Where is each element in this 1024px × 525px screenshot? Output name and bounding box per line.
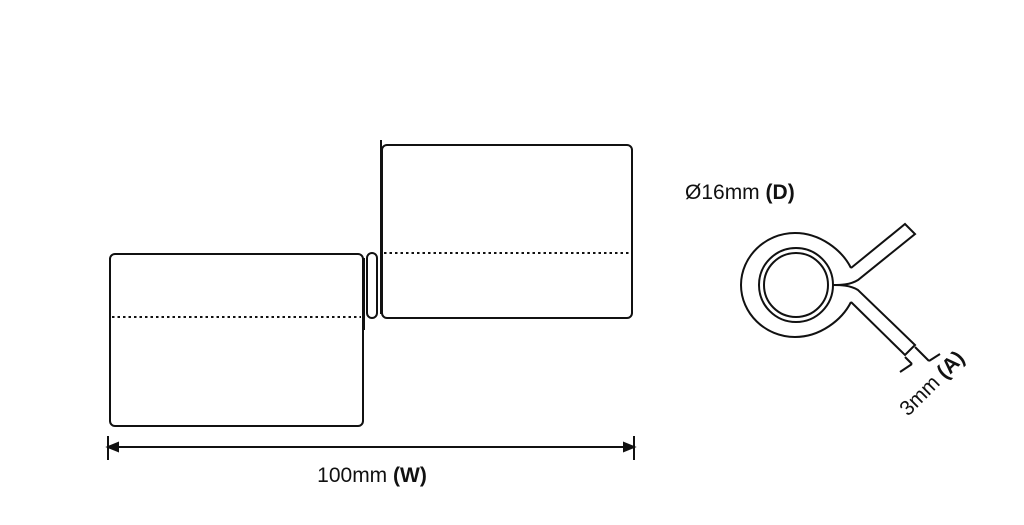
left-panel (109, 253, 364, 427)
thickness-dimension-marks (899, 346, 941, 373)
spring-hinge (366, 252, 378, 319)
spring-clip-drawing (739, 222, 941, 373)
diameter-label: Ø16mm (D) (685, 181, 795, 204)
right-panel (381, 144, 633, 319)
width-dimension-line (105, 436, 637, 460)
width-label: 100mm (W) (317, 464, 427, 487)
